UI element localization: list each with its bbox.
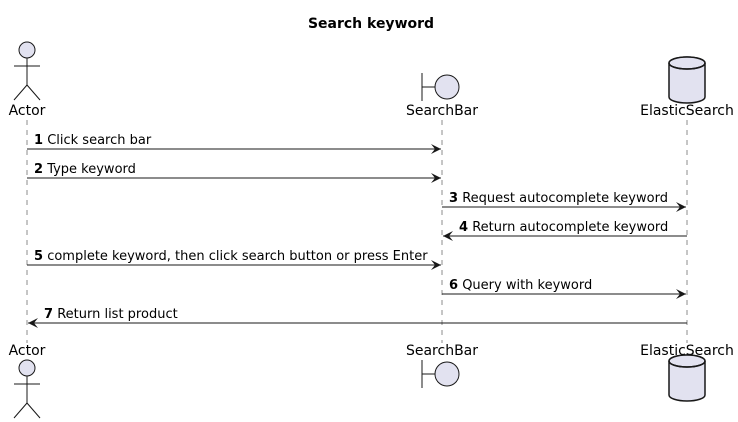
message-number: 4 — [459, 220, 468, 235]
message-label: 1 Click search bar — [34, 133, 152, 148]
lifelines — [26, 120, 688, 343]
message-number: 2 — [34, 162, 43, 177]
messages: 1 Click search bar 2 Type keyword 3 Reques… — [27, 133, 687, 328]
participant-elastic-database-icon — [668, 56, 706, 104]
participant-elastic-label-top: ElasticSearch — [640, 103, 734, 119]
participant-searchbar-label-bottom: SearchBar — [406, 343, 478, 359]
participant-actor-label-bottom: Actor — [9, 343, 46, 359]
diagram-title: Search keyword — [308, 16, 434, 32]
message-text: Return list product — [57, 307, 178, 322]
participant-searchbar-label-top: SearchBar — [406, 103, 478, 119]
participant-actor-actor-icon-bottom — [13, 359, 41, 419]
message-label: 6 Query with keyword — [449, 278, 592, 293]
message-label: 3 Request autocomplete keyword — [449, 191, 668, 206]
message-text: Return autocomplete keyword — [472, 220, 668, 235]
message-3: 3 Request autocomplete keyword — [442, 191, 686, 212]
message-5: 5 complete keyword, then click search bu… — [27, 249, 441, 270]
message-label: 5 complete keyword, then click search bu… — [34, 249, 428, 264]
message-1: 1 Click search bar — [27, 133, 441, 154]
message-number: 6 — [449, 278, 458, 293]
participant-searchbar-boundary-icon-bottom — [421, 360, 460, 388]
message-6: 6 Query with keyword — [442, 278, 686, 299]
message-label: 2 Type keyword — [34, 162, 136, 177]
message-text: Query with keyword — [462, 278, 592, 293]
participant-elastic-label-bottom: ElasticSearch — [640, 343, 734, 359]
message-label: 4 Return autocomplete keyword — [459, 220, 668, 235]
participant-searchbar-boundary-icon — [421, 73, 460, 101]
message-text: complete keyword, then click search butt… — [47, 249, 428, 264]
participant-actor-label-top: Actor — [9, 103, 46, 119]
participant-heads-top: Actor SearchBar ElasticSearch — [9, 41, 734, 119]
message-number: 3 — [449, 191, 458, 206]
message-number: 7 — [44, 307, 53, 322]
participant-elastic-database-icon-bottom — [668, 354, 706, 402]
message-text: Type keyword — [46, 162, 136, 177]
message-7: 7 Return list product — [28, 307, 687, 328]
participant-actor-actor-icon — [13, 41, 41, 101]
message-2: 2 Type keyword — [27, 162, 441, 183]
participant-heads-bottom: Actor SearchBar ElasticSearch — [9, 343, 734, 419]
message-label: 7 Return list product — [44, 307, 178, 322]
message-text: Request autocomplete keyword — [462, 191, 668, 206]
message-4: 4 Return autocomplete keyword — [443, 220, 687, 241]
message-number: 5 — [34, 249, 43, 264]
message-text: Click search bar — [47, 133, 152, 148]
message-number: 1 — [34, 133, 43, 148]
